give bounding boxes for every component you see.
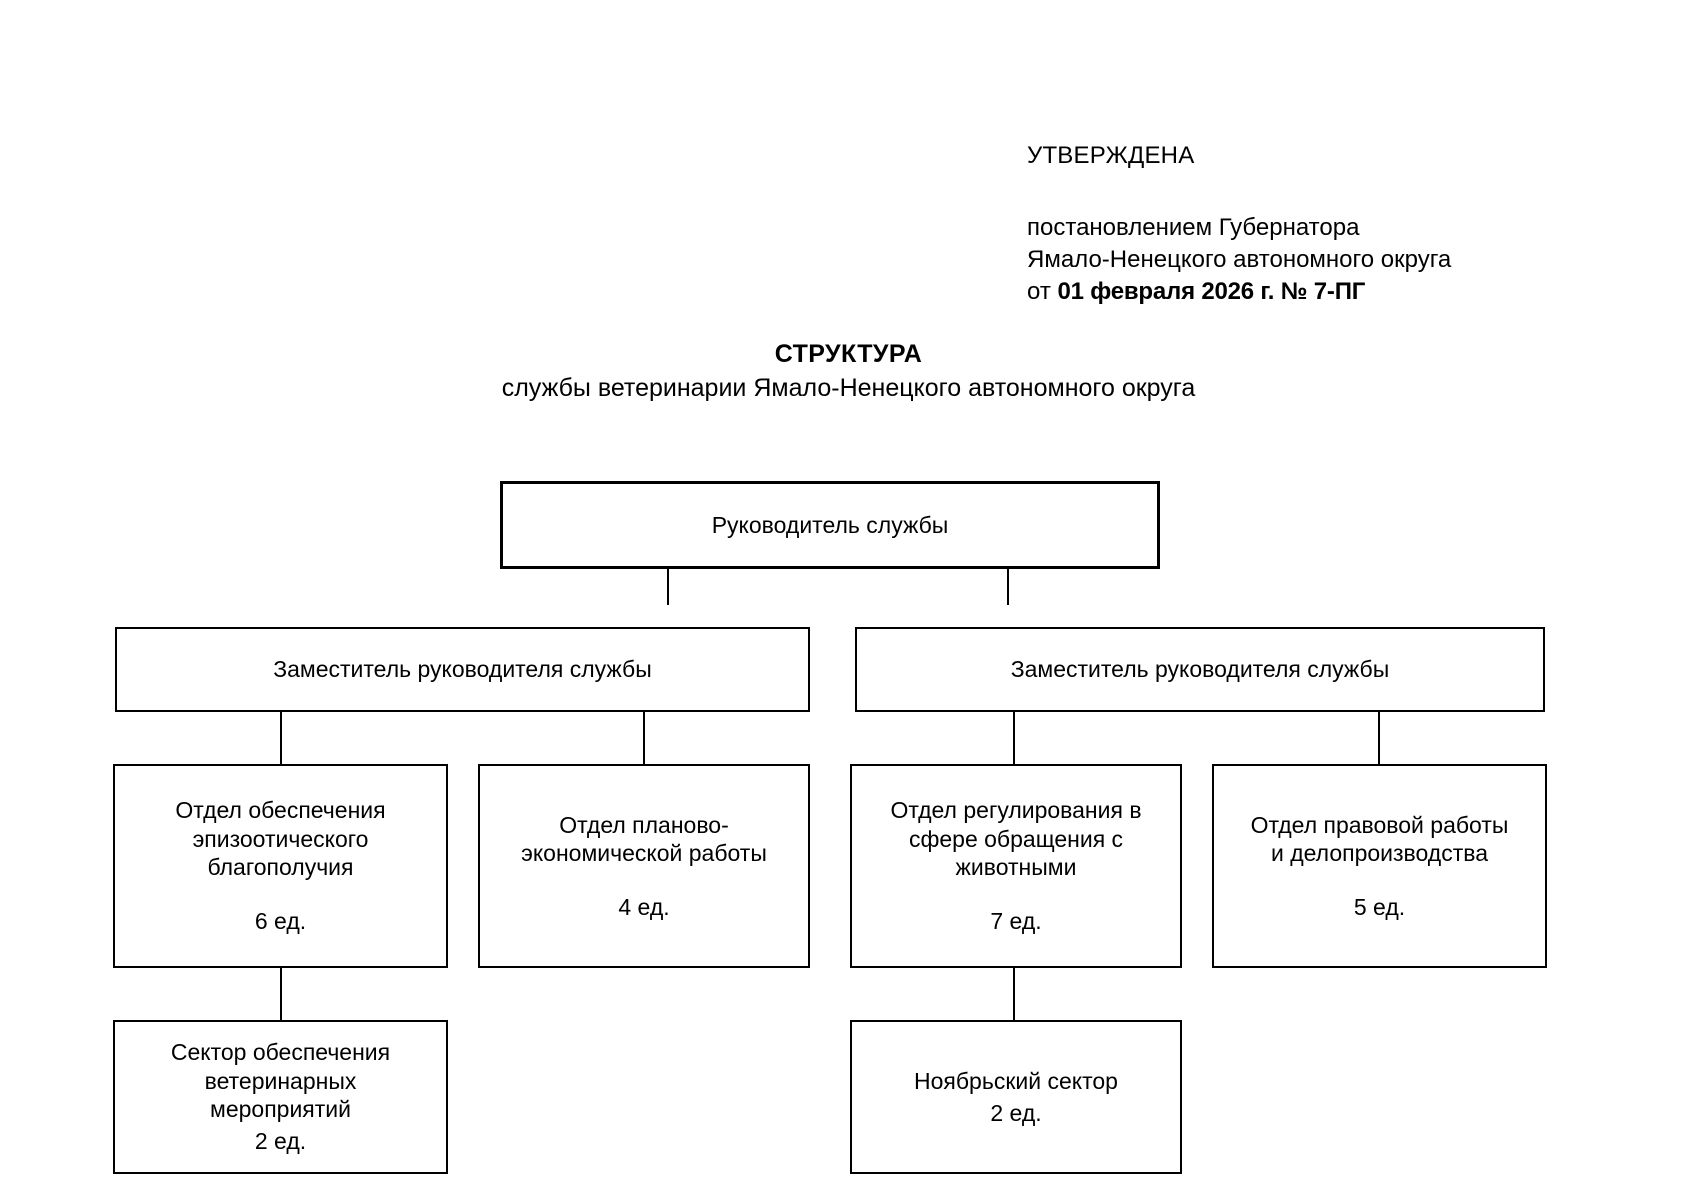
org-node-root[interactable]: Руководитель службы: [500, 481, 1160, 569]
org-node-dept-epizootic[interactable]: Отдел обеспечения эпизоотического благоп…: [113, 764, 448, 968]
connector-epizootic-to-sector-vet: [280, 968, 282, 1020]
org-node-title: Отдел регулирования в сфере обращения с …: [890, 797, 1142, 880]
org-node-title: Отдел правовой работы и делопроизводства: [1250, 811, 1509, 866]
approval-block: УТВЕРЖДЕНА постановлением Губернатора Ям…: [1027, 140, 1567, 308]
connector-deputy-right-to-legal: [1378, 712, 1380, 764]
approval-line-1: постановлением Губернатора: [1027, 213, 1360, 241]
page-title: СТРУКТУРА: [774, 340, 923, 368]
document-heading: СТРУКТУРА службы ветеринарии Ямало-Ненец…: [0, 340, 1697, 403]
connector-root-right-drop: [1007, 569, 1009, 605]
org-node-title: Руководитель службы: [711, 511, 949, 538]
approval-date-prefix: от: [1027, 277, 1051, 305]
org-node-title: Ноябрьский сектор: [914, 1067, 1118, 1094]
org-node-units: 2 ед.: [990, 1100, 1042, 1126]
org-node-title: Отдел обеспечения эпизоотического благоп…: [175, 797, 386, 880]
connector-deputy-left-to-epizootic: [280, 712, 282, 764]
org-node-dept-animals[interactable]: Отдел регулирования в сфере обращения с …: [850, 764, 1182, 968]
org-node-dept-legal[interactable]: Отдел правовой работы и делопроизводства…: [1212, 764, 1547, 968]
org-node-title: Заместитель руководителя службы: [273, 656, 652, 683]
org-node-sector-noyabrsk[interactable]: Ноябрьский сектор 2 ед.: [850, 1020, 1182, 1174]
org-node-units: 5 ед.: [1353, 894, 1406, 921]
connector-animals-to-sector-noyabrsk: [1013, 968, 1015, 1020]
org-node-dept-planning[interactable]: Отдел планово- экономической работы 4 ед…: [478, 764, 810, 968]
org-node-units: 2 ед.: [254, 1128, 307, 1155]
approval-title: УТВЕРЖДЕНА: [1027, 142, 1195, 169]
org-node-title: Заместитель руководителя службы: [1010, 656, 1390, 683]
connector-deputy-left-to-planning: [643, 712, 645, 764]
approval-date-value: 01 февраля 2026 г. № 7-ПГ: [1057, 277, 1366, 305]
connector-root-left-drop: [667, 569, 669, 605]
page-subtitle: службы ветеринарии Ямало-Ненецкого автон…: [501, 374, 1196, 402]
org-node-units: 4 ед.: [618, 894, 670, 921]
org-node-deputy-right[interactable]: Заместитель руководителя службы: [855, 627, 1545, 712]
org-node-deputy-left[interactable]: Заместитель руководителя службы: [115, 627, 810, 712]
org-node-title: Сектор обеспечения ветеринарных мероприя…: [170, 1039, 391, 1122]
org-node-sector-vet[interactable]: Сектор обеспечения ветеринарных мероприя…: [113, 1020, 448, 1174]
connector-deputy-right-to-animals: [1013, 712, 1015, 764]
approval-line-2: Ямало-Ненецкого автономного округа: [1027, 245, 1452, 273]
org-node-units: 6 ед.: [254, 908, 307, 935]
approval-date-line: от 01 февраля 2026 г. № 7-ПГ: [1027, 276, 1567, 308]
org-node-units: 7 ед.: [990, 908, 1042, 935]
org-node-title: Отдел планово- экономической работы: [521, 811, 767, 866]
